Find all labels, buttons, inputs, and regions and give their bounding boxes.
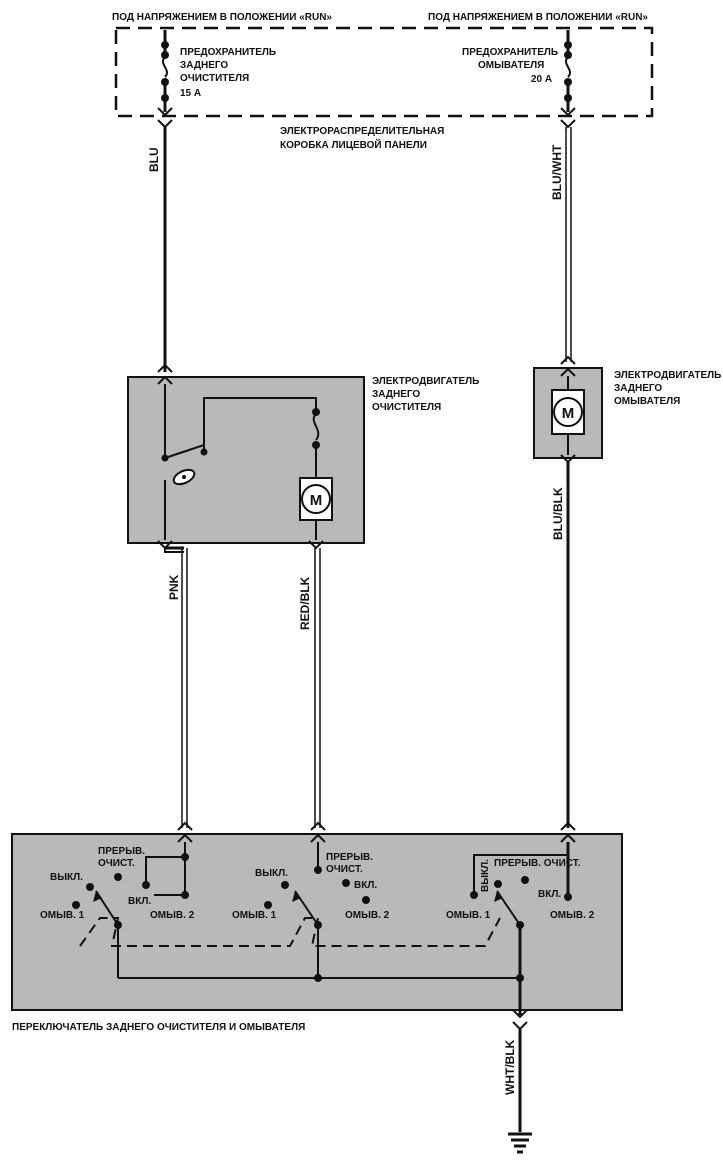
s3-wash2: ОМЫВ. 2 (550, 910, 595, 921)
washer-motor-m: M (562, 405, 575, 422)
fuse-wiper (157, 30, 173, 129)
washer-motor-label-2: ЗАДНЕГО (614, 383, 662, 394)
s2-int-a: ПРЕРЫВ. (326, 852, 373, 863)
wire-blu-wht (565, 127, 572, 362)
wire-pnk (181, 548, 188, 828)
wire-label-blu: BLU (147, 147, 161, 172)
fuse-wiper-label-3: ОЧИСТИТЕЛЯ (180, 73, 249, 84)
ground-icon (508, 1132, 532, 1154)
wire-label-red-blk: RED/BLK (298, 576, 312, 630)
fuse-wiper-label-4: 15 А (180, 88, 201, 99)
wiper-motor-m: M (310, 492, 323, 509)
fuse-washer-label-1: ПРЕДОХРАНИТЕЛЬ (462, 47, 558, 58)
wire-label-blu-blk: BLU/BLK (551, 487, 565, 540)
s1-wash2: ОМЫВ. 2 (150, 910, 195, 921)
s1-on: ВКЛ. (128, 896, 151, 907)
fuse-wiper-label-1: ПРЕДОХРАНИТЕЛЬ (180, 47, 276, 58)
fuse-washer-label-3: 20 А (531, 74, 552, 85)
switch-linkage (79, 917, 501, 947)
s2-on: ВКЛ. (354, 880, 377, 891)
s1-off: ВЫКЛ. (50, 872, 83, 883)
washer-motor-label-3: ОМЫВАТЕЛЯ (614, 396, 680, 407)
wiper-motor-internals (161, 384, 320, 540)
s3-wash1: ОМЫВ. 1 (446, 910, 491, 921)
wiper-motor-label-2: ЗАДНЕГО (372, 389, 420, 400)
s1-int-a: ПРЕРЫВ. (98, 846, 145, 857)
s1-wash1: ОМЫВ. 1 (40, 910, 85, 921)
s2-int-b: ОЧИСТ. (326, 864, 363, 875)
fuse-wiper-label-2: ЗАДНЕГО (180, 60, 228, 71)
switch-section-1 (72, 842, 189, 978)
power-label-right: ПОД НАПРЯЖЕНИЕМ В ПОЛОЖЕНИИ «RUN» (428, 12, 648, 23)
s1-int-b: ОЧИСТ. (98, 858, 135, 869)
junction-box-outline (114, 26, 654, 118)
s3-on: ВКЛ. (538, 889, 561, 900)
wiper-motor-symbol: M (299, 477, 333, 540)
wire-label-wht-blk: WHT/BLK (503, 1039, 517, 1095)
washer-motor-symbol: M (551, 376, 585, 455)
wire-label-pnk: PNK (167, 574, 181, 600)
s3-off: ВЫКЛ. (480, 859, 491, 892)
s2-wash1: ОМЫВ. 1 (232, 910, 277, 921)
wiper-motor-label-3: ОЧИСТИТЕЛЯ (372, 402, 441, 413)
fuse-washer (560, 30, 576, 129)
switch-title: ПЕРЕКЛЮЧАТЕЛЬ ЗАДНЕГО ОЧИСТИТЕЛЯ И ОМЫВА… (12, 1022, 305, 1033)
power-label-left: ПОД НАПРЯЖЕНИЕМ В ПОЛОЖЕНИИ «RUN» (112, 12, 332, 23)
wiper-motor-label-1: ЭЛЕКТРОДВИГАТЕЛЬ (372, 376, 479, 387)
junction-box-label-2: КОРОБКА ЛИЦЕВОЙ ПАНЕЛИ (280, 138, 427, 151)
washer-motor-label-1: ЭЛЕКТРОДВИГАТЕЛЬ (614, 370, 721, 381)
wire-label-blu-wht: BLU/WHT (550, 144, 564, 200)
s2-wash2: ОМЫВ. 2 (345, 910, 390, 921)
s2-off: ВЫКЛ. (255, 868, 288, 879)
switch-section-3 (470, 842, 572, 1015)
fuse-washer-label-2: ОМЫВАТЕЛЯ (478, 60, 544, 71)
wire-red-blk (314, 548, 321, 828)
junction-box-label-1: ЭЛЕКТРОРАСПРЕДЕЛИТЕЛЬНАЯ (280, 126, 444, 137)
s3-int: ПРЕРЫВ. ОЧИСТ. (494, 858, 581, 869)
